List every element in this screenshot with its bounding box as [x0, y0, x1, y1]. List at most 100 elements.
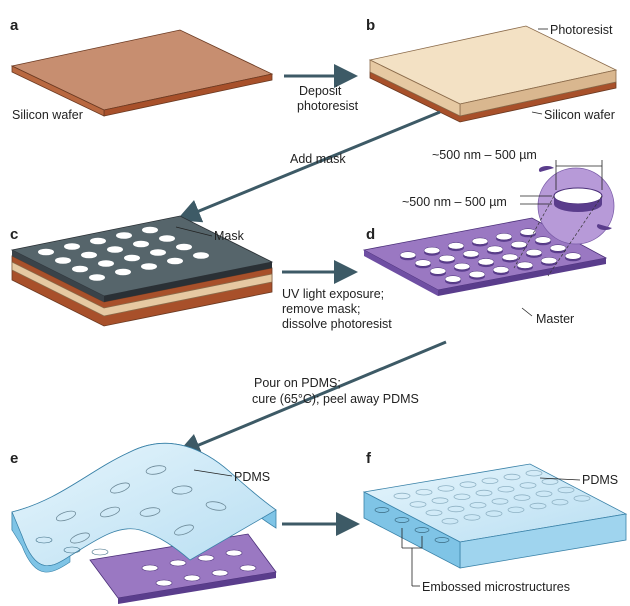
mask-hole	[142, 226, 158, 234]
master-post-top	[540, 257, 558, 265]
panel-f: f PDMS Embossed microstructures	[362, 450, 628, 594]
embossed-mark	[491, 498, 509, 505]
label-pdms-f: PDMS	[582, 473, 618, 487]
master-post-top	[447, 242, 465, 250]
master-post-top	[519, 228, 537, 236]
mask-hole	[38, 248, 54, 256]
step-deposit-line1: Deposit	[299, 84, 342, 98]
panel-letter-c: c	[10, 226, 18, 243]
mask-hole	[159, 235, 175, 242]
mask-hole	[133, 240, 149, 248]
mask-hole	[116, 232, 132, 239]
embossed-mark	[469, 502, 487, 509]
master-post-top	[549, 244, 567, 252]
mask-hole	[176, 243, 192, 251]
panel-c: c Mask	[10, 215, 274, 327]
panel-letter-f: f	[366, 450, 372, 467]
step-pdms-line2: cure (65°C); peel away PDMS	[252, 392, 419, 406]
embossed-mark	[463, 514, 481, 521]
step-uv-line1: UV light exposure;	[282, 287, 384, 301]
magnified-inset	[513, 165, 615, 277]
embossed-mark	[453, 493, 471, 500]
master-post-top	[477, 258, 495, 266]
master-post-top	[525, 249, 543, 257]
mask-hole	[141, 263, 157, 270]
arrow-d-to-e	[176, 340, 447, 457]
mask-holes	[38, 226, 209, 281]
embossed-mark	[503, 473, 521, 481]
embossed-mark	[551, 499, 569, 506]
embossed-mark	[475, 489, 493, 497]
mask-hole	[55, 257, 71, 264]
master-post-top	[453, 262, 471, 270]
label-silicon-wafer-a: Silicon wafer	[12, 108, 83, 122]
master-post-top	[471, 237, 489, 245]
master-post-top	[516, 261, 534, 269]
mask-hole	[167, 257, 183, 265]
masked-wafer	[10, 215, 274, 327]
slab-microstructures	[393, 470, 591, 525]
master-post-top	[486, 245, 504, 253]
mask-hole	[150, 249, 166, 256]
master-post-top	[462, 250, 480, 258]
master-post-top	[414, 259, 432, 267]
master-post-top	[534, 236, 552, 244]
label-photoresist: Photoresist	[550, 23, 613, 37]
embossed-mark	[497, 486, 515, 493]
master-post-top	[399, 251, 417, 259]
arrow-b-to-c	[176, 110, 441, 223]
wafer-with-photoresist	[368, 25, 618, 123]
master-below-pdms	[89, 533, 277, 604]
label-dim-width: ~500 nm – 500 µm	[432, 148, 537, 162]
embossed-mark	[529, 502, 547, 510]
panel-letter-d: d	[366, 226, 375, 243]
label-embossed: Embossed microstructures	[422, 580, 570, 594]
mask-hole	[124, 254, 140, 262]
panel-d: d ~500 nm – 500 µm ~500 nm – 500 µm Mast…	[362, 148, 615, 326]
panel-letter-b: b	[366, 17, 375, 34]
label-silicon-wafer-b: Silicon wafer	[544, 108, 615, 122]
master-post-top	[492, 266, 510, 274]
mask-hole	[90, 237, 106, 245]
step-deposit-line2: photoresist	[297, 99, 359, 113]
panel-letter-e: e	[10, 450, 18, 467]
embossed-mark	[519, 482, 537, 489]
mask-hole	[98, 260, 114, 267]
mask-hole	[115, 268, 131, 276]
master-post-top	[423, 246, 441, 254]
label-mask: Mask	[214, 229, 245, 243]
panel-letter-a: a	[10, 17, 19, 34]
embossed-mark	[409, 501, 427, 508]
panel-e: e	[10, 443, 277, 604]
master-post-top	[510, 241, 528, 249]
mask-hole	[89, 274, 105, 281]
embossed-mark	[485, 510, 503, 517]
master-posts	[399, 228, 582, 285]
step-add-mask: Add mask	[290, 152, 346, 166]
master-mold	[362, 217, 608, 296]
embossed-mark	[513, 494, 531, 501]
panel-a: a Silicon wafer	[10, 17, 274, 122]
master-post-top	[564, 252, 582, 260]
embossed-mark	[441, 518, 459, 525]
step-uv-line2: remove mask;	[282, 302, 361, 316]
label-pdms-e: PDMS	[234, 470, 270, 484]
master-post-top	[501, 253, 519, 261]
embossed-mark	[431, 497, 449, 504]
mask-hole	[107, 246, 123, 253]
master-post-top	[444, 275, 462, 283]
embossed-mark	[425, 509, 443, 516]
embossed-mark	[557, 486, 575, 494]
master-post-top	[429, 267, 447, 275]
mask-hole	[81, 251, 97, 259]
label-master: Master	[536, 312, 574, 326]
embossed-mark	[437, 485, 455, 492]
master-post-top	[438, 254, 456, 262]
step-uv-line3: dissolve photoresist	[282, 317, 392, 331]
embossed-mark	[447, 505, 465, 513]
embossed-mark	[573, 495, 591, 502]
embossed-mark	[535, 490, 553, 497]
mask-hole	[72, 265, 88, 273]
embossed-mark	[525, 470, 543, 477]
